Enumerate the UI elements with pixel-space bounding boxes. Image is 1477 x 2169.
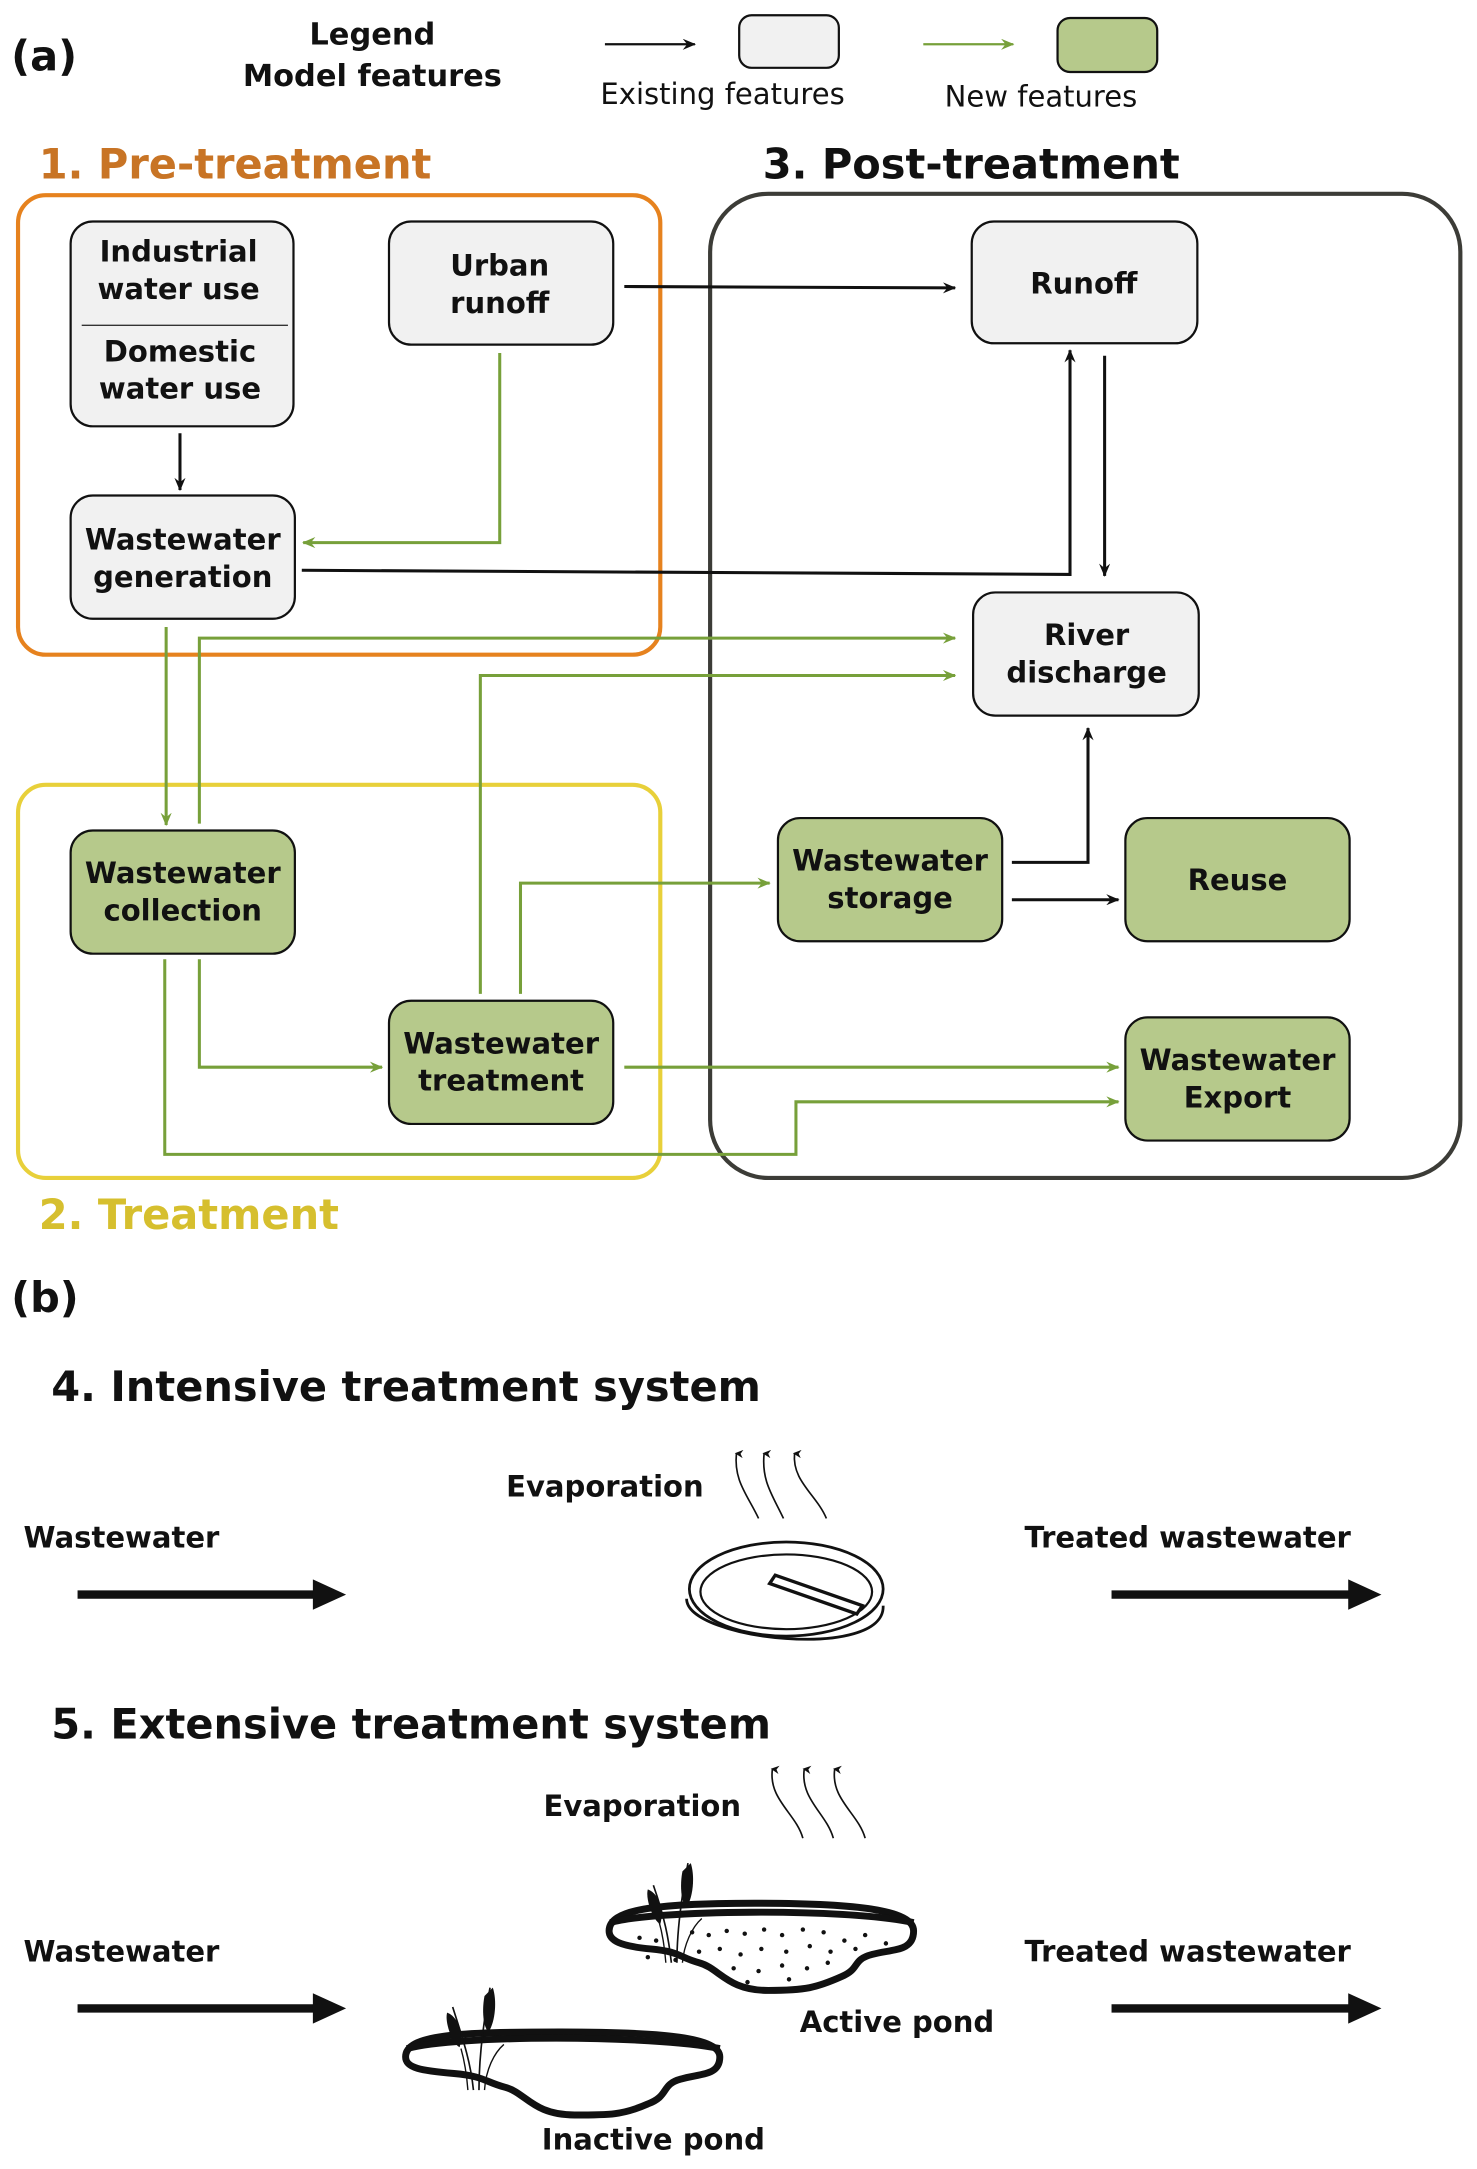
extensive-evaporation-icon [770,1765,866,1839]
group-frame-post-treatment [708,191,1463,1181]
arrow-collection-to-export [163,959,1120,1156]
node-wastewater-export-line1: Wastewater [1140,1043,1337,1077]
extensive-title: 5. Extensive treatment system [51,1700,771,1749]
node-runoff-box[interactable] [970,220,1199,345]
existing-connectors [174,282,1120,906]
node-wastewater-treatment[interactable]: Wastewater treatment [387,999,615,1126]
node-wastewater-generation[interactable]: Wastewater generation [69,494,296,620]
inactive-pond-label: Inactive pond [542,2123,765,2157]
node-industrial-line1: Industrial [100,235,258,269]
node-river-discharge-line2: discharge [1006,655,1166,689]
node-wastewater-storage-line1: Wastewater [792,844,989,878]
group-title-treatment: 2. Treatment [39,1190,339,1239]
node-urban-runoff-line1: Urban [450,248,549,282]
node-runoff-label: Runoff [1030,266,1138,300]
panel-a-label: (a) [11,32,77,81]
legend-title: Legend [309,17,435,52]
legend-existing-box [738,14,840,69]
node-wastewater-collection[interactable]: Wastewater collection [69,829,296,955]
intensive-output-arrowhead [1348,1579,1382,1610]
node-river-discharge-line1: River [1044,618,1130,652]
node-wastewater-collection-line2: collection [104,893,262,927]
extensive-evaporation-label: Evaporation [544,1789,742,1823]
arrow-urban-runoff-to-generation [302,352,502,549]
active-pond-reeds [647,1862,703,1963]
node-wastewater-export[interactable]: Wastewater Export [1124,1016,1351,1142]
arrow-urban-runoff-to-runoff [624,282,957,294]
node-wastewater-collection-box[interactable] [69,829,296,955]
arrow-storage-to-river [1011,726,1094,864]
node-reuse[interactable]: Reuse [1124,816,1351,943]
arrow-generation-to-runoff [301,349,1076,576]
node-wastewater-treatment-box[interactable] [387,999,615,1126]
node-urban-runoff[interactable]: Urban runoff [387,220,615,346]
intensive-title: 4. Intensive treatment system [51,1362,761,1411]
node-reuse-box[interactable] [1124,816,1351,943]
intensive-evaporation-label: Evaporation [506,1469,704,1503]
legend-new-box [1056,16,1159,74]
intensive-input-arrowhead [312,1579,347,1610]
node-water-use[interactable]: Industrial water use Domestic water use [69,220,295,428]
arrow-collection-to-treatment [197,959,384,1073]
node-wastewater-generation-box[interactable] [69,494,296,620]
node-wastewater-storage[interactable]: Wastewater storage [776,816,1004,943]
node-wastewater-export-box[interactable] [1124,1016,1351,1142]
node-river-discharge-box[interactable] [972,591,1200,717]
extensive-output-label: Treated wastewater [1024,1934,1351,1968]
node-wastewater-treatment-line2: treatment [418,1064,584,1098]
legend: Legend Model features Existing features … [243,14,1159,114]
extensive-input-arrowhead [312,1993,347,2024]
node-industrial-line2: water use [98,272,260,306]
node-domestic-line2: water use [99,372,261,406]
arrow-treatment-to-storage [518,877,771,994]
arrow-treatment-to-river [478,669,957,994]
intensive-evaporation-icon [734,1449,828,1519]
node-urban-runoff-line2: runoff [450,286,550,320]
node-water-use-box[interactable] [69,220,295,428]
node-reuse-label: Reuse [1188,863,1288,897]
node-river-discharge[interactable]: River discharge [972,591,1200,717]
group-title-post-treatment: 3. Post-treatment [763,140,1180,189]
intensive-output-label: Treated wastewater [1024,1521,1351,1555]
legend-subtitle: Model features [243,59,502,94]
node-runoff[interactable]: Runoff [970,220,1199,345]
node-urban-runoff-box[interactable] [387,220,615,346]
intensive-input-label: Wastewater [24,1521,221,1555]
group-frame-treatment [15,782,663,1181]
inactive-pond-reeds [446,1987,505,2091]
extensive-output-arrowhead [1348,1993,1382,2024]
treatment-tank-icon [685,1540,885,1641]
node-wastewater-export-line2: Export [1184,1080,1292,1114]
legend-new-label: New features [945,80,1138,114]
node-wastewater-treatment-line1: Wastewater [403,1026,600,1060]
node-wastewater-generation-line1: Wastewater [85,523,281,557]
group-title-pre-treatment: 1. Pre-treatment [39,140,432,189]
inactive-pond-icon [402,1987,724,2119]
extensive-input-label: Wastewater [24,1934,221,1968]
node-wastewater-storage-line2: storage [827,881,953,915]
active-pond-label: Active pond [800,2005,995,2039]
panel-b-label: (b) [11,1273,79,1322]
arrow-collection-to-river [197,632,957,824]
node-wastewater-collection-line1: Wastewater [85,856,281,890]
node-domestic-line1: Domestic [104,334,256,368]
node-wastewater-storage-box[interactable] [776,816,1004,943]
legend-existing-label: Existing features [600,77,844,111]
group-frame-pre-treatment [15,193,663,657]
node-wastewater-generation-line2: generation [93,560,272,594]
new-connectors [160,352,1120,1156]
active-pond-icon [605,1862,918,1994]
